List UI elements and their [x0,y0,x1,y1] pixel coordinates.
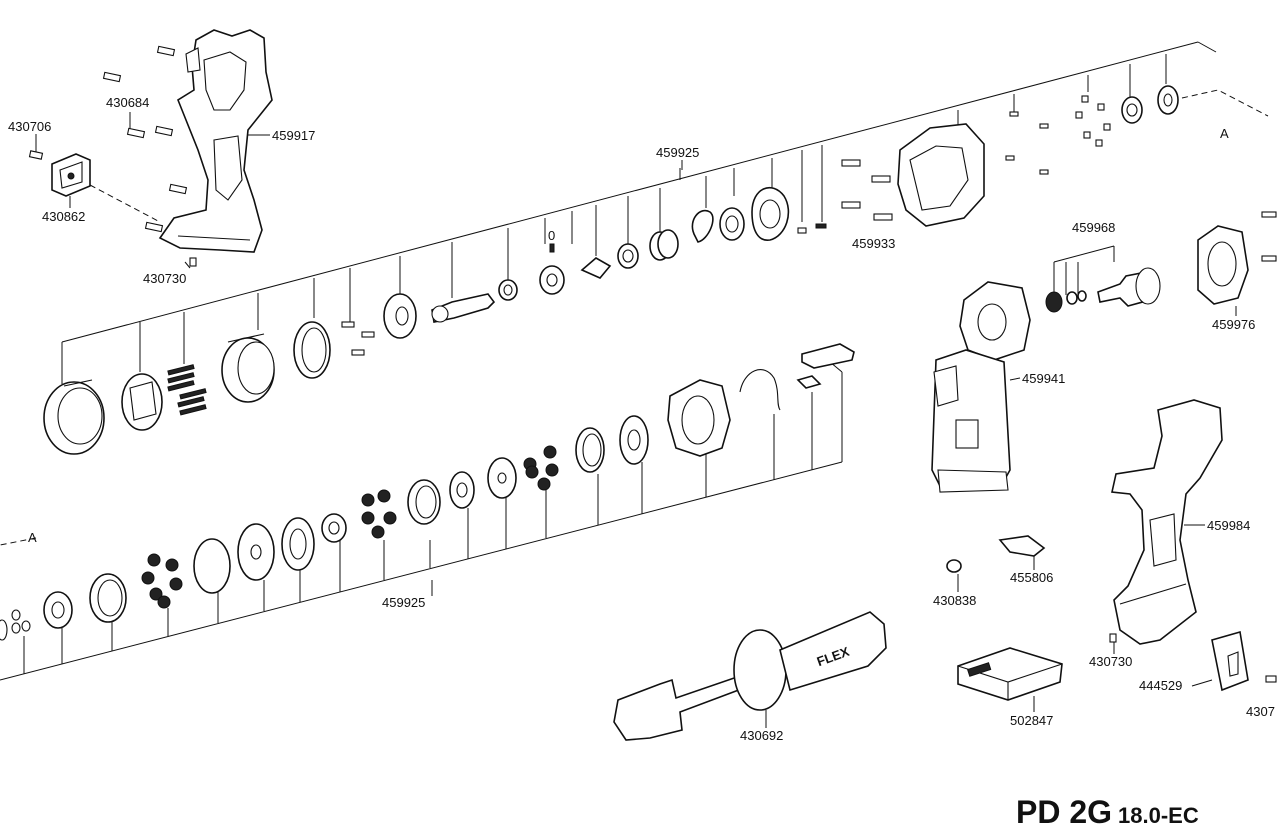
planet-carrier-1 [43,591,73,629]
thrust-washer [237,523,275,581]
handle-housing-right [1111,399,1223,645]
ring-gear-3 [575,427,605,473]
planet-gears-1 [141,553,183,609]
lock-pawl [580,257,612,279]
callout-430730: 430730 [143,271,186,286]
label-leaders [35,112,1237,728]
callout-459941: 459941 [1022,371,1065,386]
callout-459933: 459933 [852,236,895,251]
callout-459976: 459976 [1212,317,1255,332]
handle-housing-left [158,29,273,253]
callout-430706: 430706 [8,119,51,134]
small-mark-zero: 0 [548,228,555,243]
upper-leaders [61,54,1167,384]
callout-459925-lower: 459925 [382,595,425,610]
spring-coil [649,229,679,261]
callout-459917: 459917 [272,128,315,143]
planet-gears-2 [361,489,397,539]
motor-screws [841,159,893,221]
belt-clip [1211,630,1249,692]
screw-far-right [1265,675,1277,683]
ring-gear-1 [89,573,127,623]
planet-gears-3 [523,445,559,491]
lever-spring [691,209,714,243]
small-clip [796,375,822,389]
callout-430862: 430862 [42,209,85,224]
serrated-washer [619,415,649,465]
side-handle: FLEX [613,611,887,741]
end-cap [51,153,91,197]
led-lens [946,559,962,573]
lock-cam [539,243,565,295]
model-variant: 18.0-EC [1118,803,1199,828]
bearing-right [1121,96,1143,124]
spacer-plate [487,457,517,499]
battery-pack [957,647,1063,701]
retaining-ring-upper [293,321,331,379]
wire-clip [739,369,781,411]
callout-459925-upper: 459925 [656,145,699,160]
pin-right [1109,633,1117,643]
carrier-gear-2 [449,471,475,509]
bearing-plate [1197,211,1277,305]
callout-430684: 430684 [106,95,149,110]
motor-stator [959,281,1031,361]
callout-444529: 444529 [1139,678,1182,693]
o-ring [193,538,231,594]
callout-430838: 430838 [933,593,976,608]
callout-430692: 430692 [740,728,783,743]
connector-mark-a-upper: A [1220,126,1229,141]
bearing-washer-upper [498,279,518,301]
mode-plate [751,186,790,241]
drive-plate [383,293,417,339]
spindle [431,293,496,323]
callout-502847: 502847 [1010,713,1053,728]
bearing-upper [617,243,639,269]
housing-screws [28,45,197,267]
battery-latch [998,535,1046,557]
assembly-frame-lines [0,41,1269,681]
ring-gear-large [43,379,105,455]
washer-right [1157,85,1179,115]
ring-gear-2 [407,479,441,525]
model-name: PD 2G [1016,794,1113,830]
shift-ring [719,207,745,241]
gearbox-housing [897,123,985,227]
pins [797,223,827,234]
callout-labels: 430706 430684 459917 430862 430730 45992… [8,95,1275,743]
electronics-module [931,349,1011,493]
shift-slider [801,343,855,369]
callout-455806: 455806 [1010,570,1053,585]
clutch-ring [221,333,275,403]
small-screws-upper [341,321,375,356]
toothed-washer [281,517,315,571]
motor-rotor [1045,267,1161,313]
connector-mark-a-lower: A [28,530,37,545]
callout-430730-right: 430730 [1089,654,1132,669]
callout-4307-cut: 4307 [1246,704,1275,719]
small-nuts-left [0,609,31,641]
callout-459968: 459968 [1072,220,1115,235]
gear-housing-clutch [121,373,163,431]
callout-459984: 459984 [1207,518,1250,533]
sun-gear [321,513,347,543]
clutch-springs [167,364,207,416]
gear-case [667,379,731,457]
small-pins-cluster [1005,95,1111,175]
